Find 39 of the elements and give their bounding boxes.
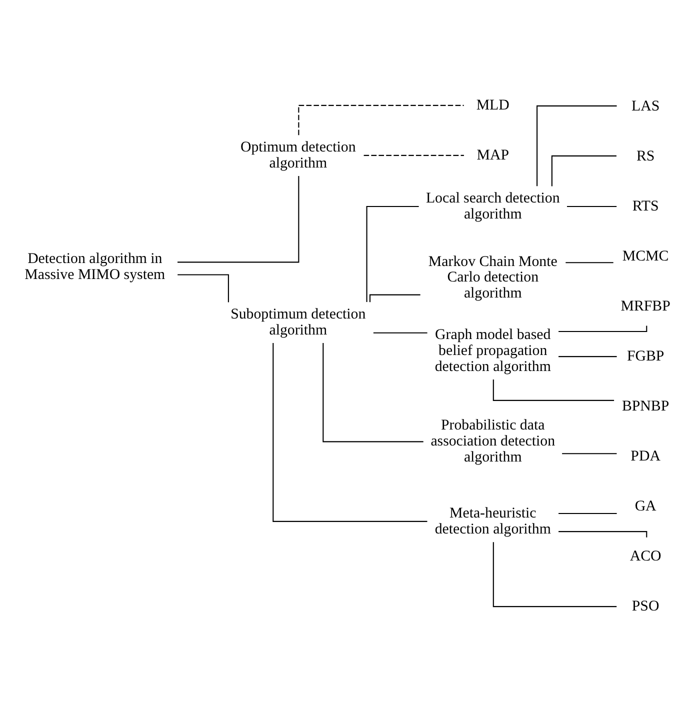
node-text: Markov Chain Monte Carlo detection algorithm [428,254,558,302]
connector [322,342,424,442]
node-text: Suboptimum detection algorithm [230,306,366,338]
node-text: FGBP [626,348,664,364]
node-text: LAS [632,98,660,114]
connector [298,104,464,136]
connector [272,343,428,522]
node-text: MAP [476,147,509,164]
node-text: Optimum detection algorithm [240,139,356,172]
connector [178,176,300,263]
connector [364,154,464,156]
connector [566,262,614,264]
node-text: RTS [632,198,659,214]
connector [558,512,617,514]
connector [562,453,617,454]
node-text: Detection algorithm in Massive MIMO system [24,251,166,284]
node-text: Meta-heuristic detection algorithm [434,505,551,538]
connector [492,380,614,401]
node-text: Graph model based belief propagation detection algorithm [434,327,551,376]
node-text: GA [634,498,656,515]
node-text: ACO [630,548,662,565]
connector [536,105,617,186]
node-text: Probabilistic data association detection algorithm [430,418,556,466]
node-text: PDA [630,448,660,464]
node-text: PSO [632,598,660,615]
node-text: Local search detection algorithm [426,190,560,222]
node-text: RS [636,148,655,164]
connector [366,206,419,302]
node-text: BPNBP [622,398,670,414]
connector [567,206,617,208]
connector [492,542,617,608]
connector [558,356,617,358]
node-text: MLD [476,97,510,114]
connector [369,294,420,302]
node-text: MCMC [622,248,669,264]
node-text: MRFBP [620,298,670,314]
connector [373,332,428,334]
connector [551,155,616,186]
connector [178,274,229,302]
